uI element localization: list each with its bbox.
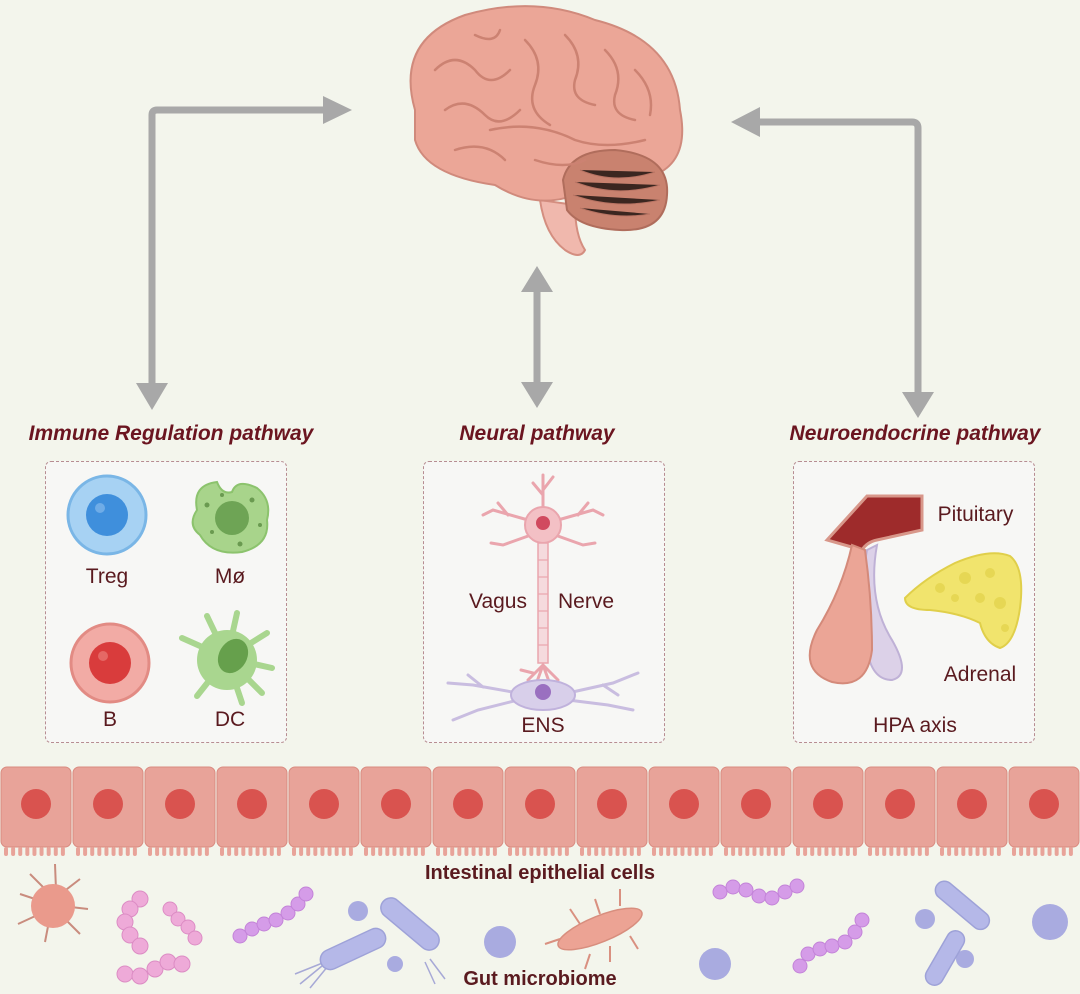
nucleus xyxy=(453,789,483,819)
epithelial-cell xyxy=(0,766,72,856)
ens-label: ENS xyxy=(521,714,565,737)
epithelial-cell xyxy=(792,766,864,856)
arrowhead-to-immune xyxy=(136,383,168,410)
nucleus xyxy=(813,789,843,819)
nucleus xyxy=(1029,789,1059,819)
epithelial-cell xyxy=(360,766,432,856)
adrenal-label: Adrenal xyxy=(943,663,1017,686)
epithelial-cell xyxy=(288,766,360,856)
ens-neuron-icon xyxy=(446,671,640,722)
epithelial-cell xyxy=(1008,766,1080,856)
epithelial-cell xyxy=(432,766,504,856)
nucleus xyxy=(669,789,699,819)
epithelial-cell xyxy=(864,766,936,856)
arrowhead-to-brain-middle xyxy=(521,266,553,292)
b-cell-icon xyxy=(69,622,151,704)
neural-pathway-title: Neural pathway xyxy=(459,422,615,445)
epithelium-label: Intestinal epithelial cells xyxy=(424,862,656,884)
nucleus xyxy=(957,789,987,819)
adrenal-icon xyxy=(903,552,1023,650)
pituitary-icon xyxy=(808,494,924,685)
rod-bacteria-icon xyxy=(294,897,446,989)
macrophage-icon xyxy=(191,480,270,554)
spiky-bacterium-icon xyxy=(17,863,89,943)
arrow-brain-immune xyxy=(148,106,330,393)
nucleus xyxy=(381,789,411,819)
epithelial-cell xyxy=(648,766,720,856)
pituitary-label: Pituitary xyxy=(937,503,1014,526)
macrophage-label: Mø xyxy=(214,565,246,588)
vagus-label: Vagus xyxy=(469,590,527,613)
arrowhead-to-brain-right xyxy=(731,107,760,137)
nucleus xyxy=(237,789,267,819)
nucleus xyxy=(165,789,195,819)
streptococcus-chain-2-icon xyxy=(712,878,870,974)
nerve-label: Nerve xyxy=(557,590,615,613)
nucleus xyxy=(93,789,123,819)
arrowhead-to-neuroendocrine xyxy=(902,392,934,418)
nucleus xyxy=(741,789,771,819)
neuroendocrine-pathway-title: Neuroendocrine pathway xyxy=(789,422,1041,445)
epithelial-cell xyxy=(576,766,648,856)
elongated-bacterium-icon xyxy=(544,889,643,970)
intestinal-epithelium xyxy=(0,766,1080,859)
epithelial-cell xyxy=(216,766,288,856)
rod-bacteria-2-icon xyxy=(924,880,991,986)
streptococcus-icon xyxy=(232,886,314,944)
immune-pathway-title: Immune Regulation pathway xyxy=(28,422,314,445)
treg-label: Treg xyxy=(85,565,129,588)
epithelial-cell xyxy=(504,766,576,856)
epithelial-cell xyxy=(144,766,216,856)
b-cell-label: B xyxy=(102,708,117,731)
brain-icon xyxy=(409,5,684,256)
nucleus xyxy=(885,789,915,819)
treg-cell-icon xyxy=(66,474,148,556)
hpa-axis-label: HPA axis xyxy=(873,714,957,737)
cocci-chain-icon xyxy=(116,890,203,985)
neuron-icon xyxy=(481,473,605,689)
nucleus xyxy=(525,789,555,819)
epithelial-cell xyxy=(936,766,1008,856)
gut-microbiome-illustration xyxy=(17,863,1068,989)
nucleus xyxy=(597,789,627,819)
epithelial-cell xyxy=(720,766,792,856)
brain-illustration xyxy=(409,5,684,256)
epithelial-cell xyxy=(72,766,144,856)
arrowhead-to-neural xyxy=(521,382,553,408)
dc-label: DC xyxy=(214,708,246,731)
nucleus xyxy=(309,789,339,819)
nucleus xyxy=(21,789,51,819)
arrowhead-to-brain-left xyxy=(323,96,352,124)
spiky-coccus-icon xyxy=(348,901,1068,980)
dendritic-cell-icon xyxy=(179,610,275,706)
gut-microbiome-label: Gut microbiome xyxy=(463,968,617,990)
arrow-brain-neuroendocrine xyxy=(752,118,922,400)
